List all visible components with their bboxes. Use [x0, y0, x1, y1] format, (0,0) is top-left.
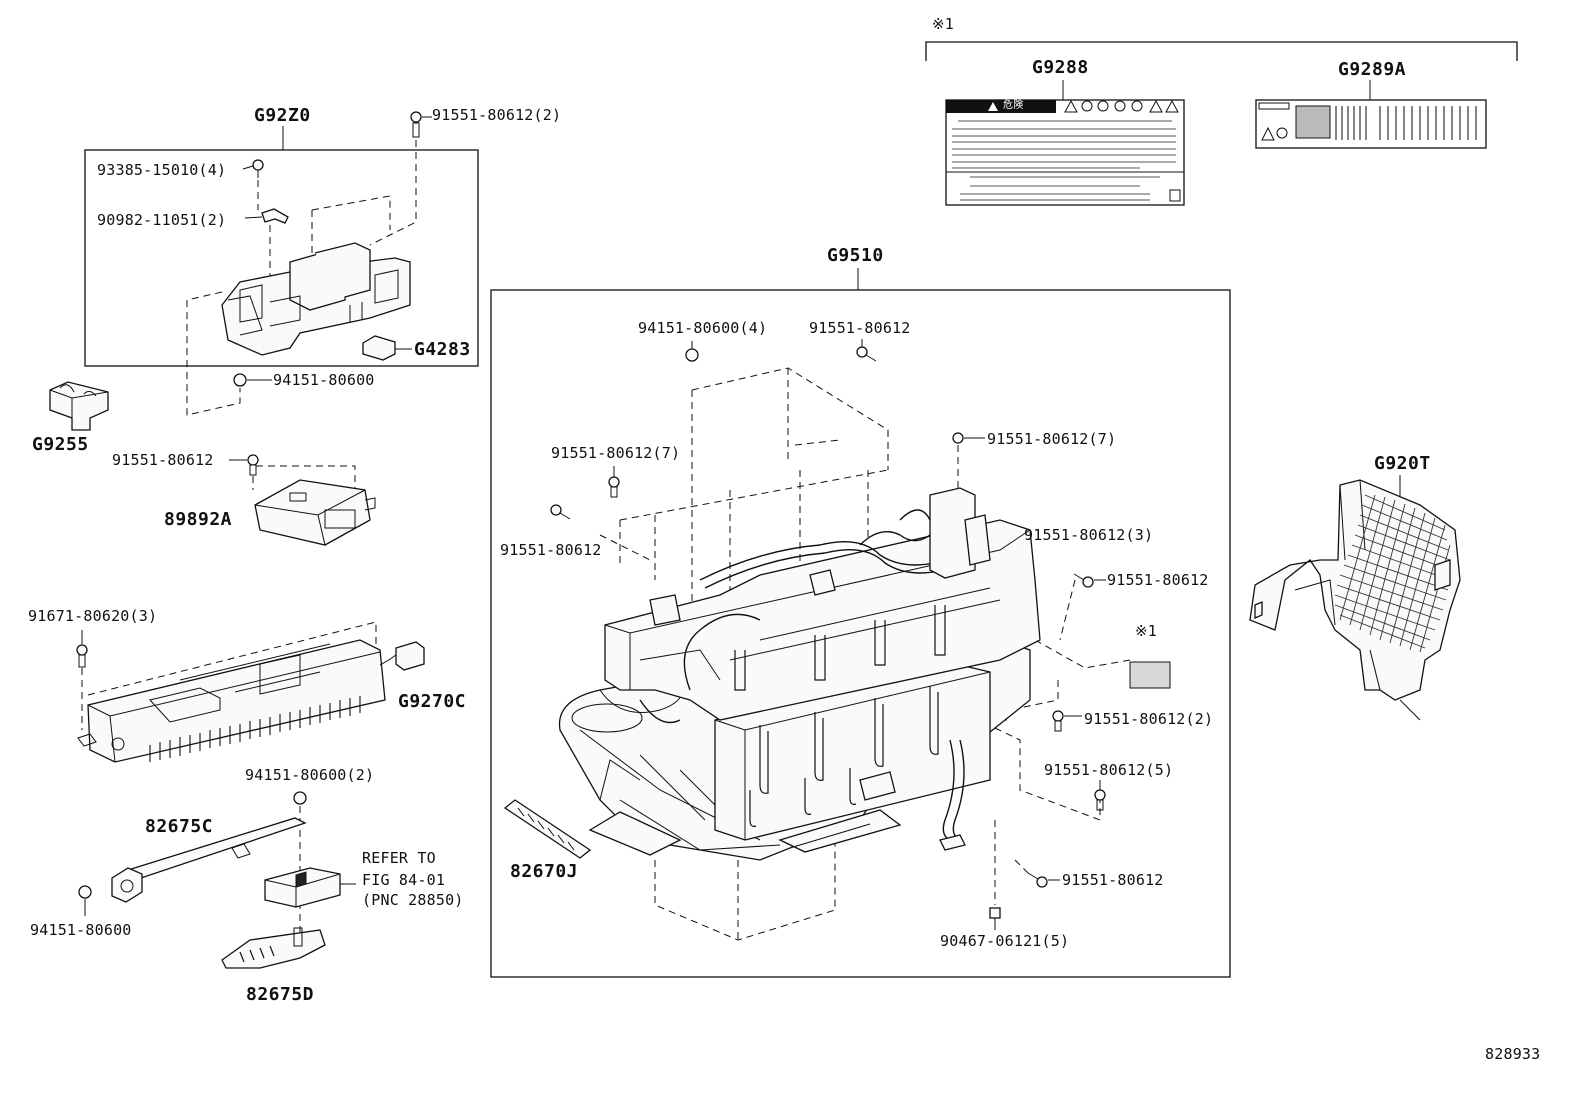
label-90467: 90467-06121(5)	[940, 932, 1070, 950]
warning-label-g9288	[945, 80, 1185, 206]
dcdc-converter-g9270c	[77, 639, 425, 763]
battery-assembly-group	[490, 268, 1231, 978]
battery-body	[558, 487, 1041, 861]
label-g9289a: G9289A	[1338, 59, 1407, 80]
nut-94151-mid	[233, 373, 272, 387]
screw-93385	[242, 159, 264, 178]
label-91551-top: 91551-80612(2)	[432, 106, 562, 124]
label-91551-3: 91551-80612(3)	[1024, 526, 1154, 544]
note-bracket	[925, 41, 1518, 61]
label-g9270c: G9270C	[398, 691, 467, 712]
label-91551-a: 91551-80612	[809, 319, 911, 337]
nut-94151-2	[293, 791, 307, 805]
label-94151-4: 94151-80600(4)	[638, 319, 768, 337]
note-marker-label: ※1	[1135, 622, 1157, 640]
bolt-91671	[76, 630, 88, 668]
bolt-91551-c	[1073, 573, 1106, 588]
label-91551-5: 91551-80612(5)	[1044, 761, 1174, 779]
label-91551-7a: 91551-80612(7)	[551, 444, 681, 462]
nut-90467	[989, 907, 1001, 930]
cover-g920t	[1249, 475, 1461, 721]
label-90982: 90982-11051(2)	[97, 211, 227, 229]
refer-line1: REFER TO	[362, 849, 436, 867]
label-94151-bottom: 94151-80600	[30, 921, 132, 939]
label-g92z0: G92Z0	[254, 105, 311, 126]
bolt-91551-top	[410, 111, 432, 138]
bolt-91551-left	[229, 454, 259, 476]
label-94151-mid: 94151-80600	[273, 371, 375, 389]
note-marker-top: ※1	[932, 15, 954, 33]
bolt-91551-7b	[952, 432, 985, 444]
label-g920t: G920T	[1374, 453, 1431, 474]
label-91551-7b: 91551-80612(7)	[987, 430, 1117, 448]
hazard-icons	[1064, 99, 1179, 113]
bolt-91551-5	[1094, 780, 1106, 811]
bolt-91551-2	[1052, 710, 1082, 732]
label-82675d: 82675D	[246, 984, 315, 1005]
bracket-g9255	[49, 381, 109, 431]
label-91551-d: 91551-80612	[1062, 871, 1164, 889]
refer-line2: FIG 84-01	[362, 871, 446, 889]
nut-94151-4	[685, 341, 699, 362]
label-82675c: 82675C	[145, 816, 214, 837]
ecu-89892a	[254, 479, 376, 546]
bolt-91551-d	[1027, 872, 1060, 888]
bracket-82675d	[221, 927, 326, 969]
bolt-91551-7a	[608, 466, 620, 498]
clip-90982	[244, 208, 289, 224]
label-g4283: G4283	[414, 339, 471, 360]
label-91551-left: 91551-80612	[112, 451, 214, 469]
refer-line3: (PNC 28850)	[362, 891, 464, 909]
strip-82670j	[503, 799, 592, 859]
label-g9255: G9255	[32, 434, 89, 455]
junction-block-body	[221, 242, 411, 356]
warning-header: 危険	[1003, 100, 1024, 111]
sensor-refer	[264, 867, 356, 908]
bolt-91551-b	[550, 504, 571, 520]
label-94151-2: 94151-80600(2)	[245, 766, 375, 784]
label-g9289a	[1255, 80, 1487, 149]
label-g9288: G9288	[1032, 57, 1089, 78]
relay-g4283	[362, 335, 412, 361]
cable-82675c	[111, 817, 307, 903]
nut-94151-bottom	[78, 885, 92, 916]
bolt-91551-a	[856, 339, 877, 362]
label-93385: 93385-15010(4)	[97, 161, 227, 179]
label-91671: 91671-80620(3)	[28, 607, 158, 625]
grille-mesh	[1334, 494, 1451, 653]
label-g9510: G9510	[827, 245, 884, 266]
label-89892a: 89892A	[164, 509, 233, 530]
label-91551-b: 91551-80612	[500, 541, 602, 559]
label-82670j: 82670J	[510, 861, 579, 882]
label-91551-2: 91551-80612(2)	[1084, 710, 1214, 728]
sticker-note	[1129, 661, 1171, 689]
junction-block-group	[84, 111, 479, 416]
figure-number: 828933	[1485, 1045, 1541, 1063]
label-91551-c: 91551-80612	[1107, 571, 1209, 589]
